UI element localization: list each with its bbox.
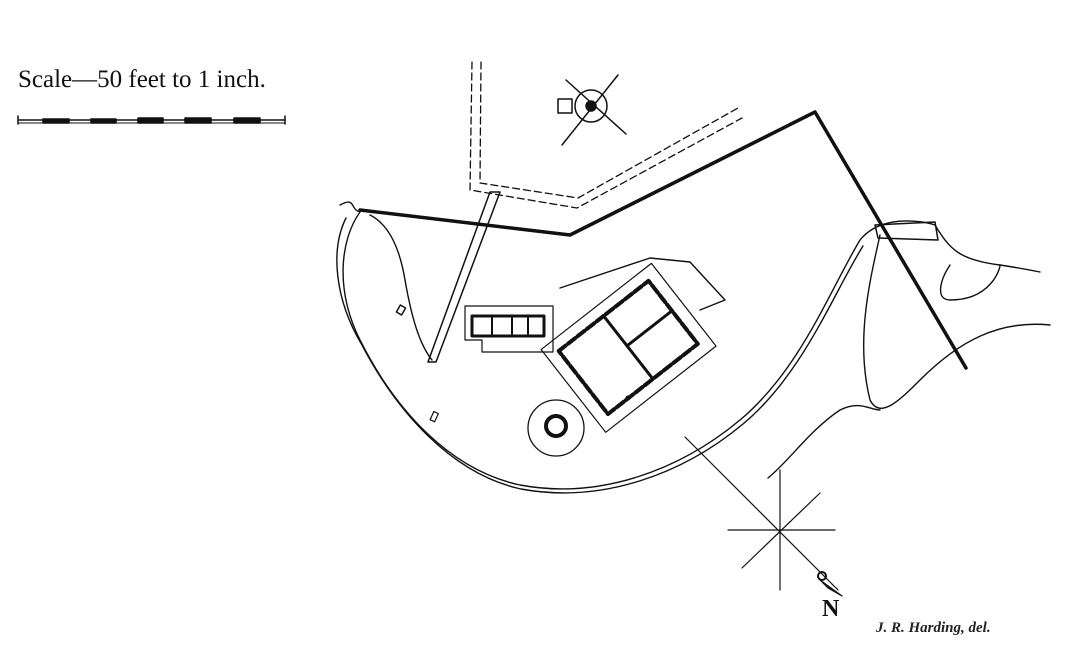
scale-bar <box>17 115 286 125</box>
round-tower <box>395 304 631 457</box>
draftsman-credit: J. R. Harding, del. <box>876 620 991 636</box>
boundary-wall <box>358 110 968 370</box>
compass-rose-icon <box>684 436 843 597</box>
outbuilding <box>464 305 554 353</box>
windmill-icon <box>557 74 627 146</box>
shoreline <box>336 201 1051 494</box>
north-label: N <box>822 596 840 622</box>
main-building <box>540 262 717 433</box>
dashed-fortification <box>469 61 743 209</box>
scale-title: Scale—50 feet to 1 inch. <box>18 66 266 93</box>
stairs <box>427 191 939 363</box>
